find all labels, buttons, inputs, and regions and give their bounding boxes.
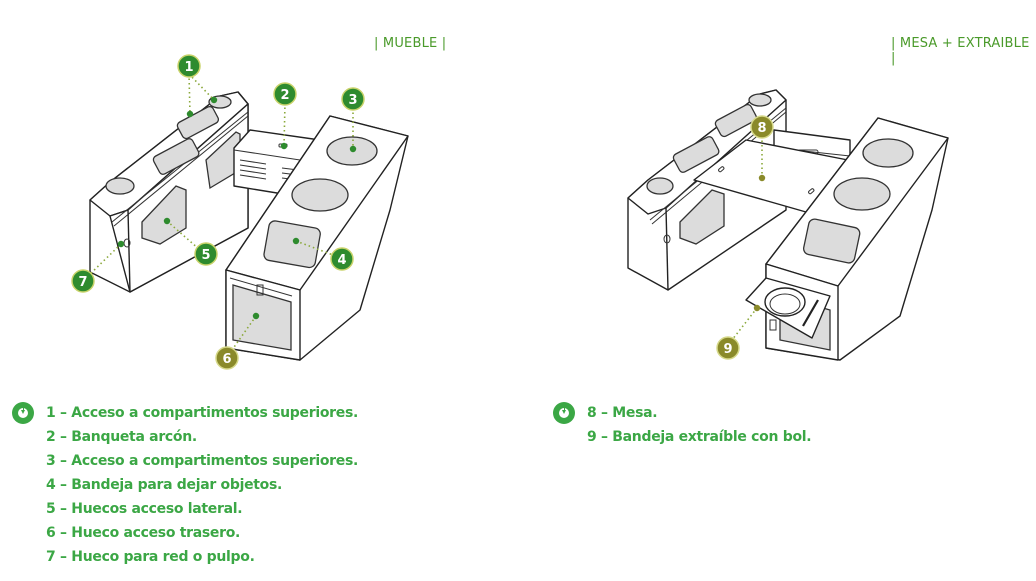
legend-item: 2 – Banqueta arcón. (12, 425, 358, 449)
legend-mesa-extraible: 8 – Mesa. 9 – Bandeja extraíble con bol. (553, 401, 812, 449)
right-box (225, 115, 409, 361)
marker-9: 9 (716, 336, 740, 360)
section-title-mesa-extraible: | MESA + EXTRAIBLE | (891, 36, 1030, 66)
legend-item-label: 8 – Mesa. (587, 405, 658, 421)
leader-lines-left (85, 73, 357, 351)
legend-item: 5 – Huecos acceso lateral. (12, 497, 358, 521)
marker-4: 4 (330, 247, 354, 271)
marker-3: 3 (341, 87, 365, 111)
legend-item-label: 4 – Bandeja para dejar objetos. (46, 477, 283, 493)
right-box-2 (745, 117, 949, 361)
marker-6: 6 (215, 346, 239, 370)
legend-item: 1 – Acceso a compartimentos superiores. (12, 401, 358, 425)
legend-item-label: 9 – Bandeja extraíble con bol. (587, 429, 812, 445)
legend-item: 7 – Hueco para red o pulpo. (12, 545, 358, 569)
legend-mueble: 1 – Acceso a compartimentos superiores. … (12, 401, 358, 569)
marker-2: 2 (273, 82, 297, 106)
marker-7-label: 7 (78, 275, 87, 290)
marker-1-label: 1 (184, 60, 193, 75)
legend-item-label: 1 – Acceso a compartimentos superiores. (46, 405, 358, 421)
legend-item-label: 7 – Hueco para red o pulpo. (46, 549, 255, 565)
legend-item: 6 – Hueco acceso trasero. (12, 521, 358, 545)
download-circle-icon (12, 402, 34, 424)
furniture-illustrations: .ln { fill:#fff; stroke:#222; stroke-wid… (71, 54, 949, 370)
legend-item-label: 3 – Acceso a compartimentos superiores. (46, 453, 358, 469)
marker-4-label: 4 (337, 253, 346, 268)
marker-5: 5 (194, 242, 218, 266)
marker-8: 8 (750, 115, 774, 139)
left-bench (89, 91, 249, 293)
legend-item-label: 5 – Huecos acceso lateral. (46, 501, 243, 517)
legend-item-label: 6 – Hueco acceso trasero. (46, 525, 241, 541)
marker-7: 7 (71, 269, 95, 293)
marker-6-label: 6 (222, 352, 231, 367)
illustration-mesa-extraible: 8 9 (627, 89, 949, 361)
download-circle-icon (553, 402, 575, 424)
legend-item: 4 – Bandeja para dejar objetos. (12, 473, 358, 497)
marker-9-label: 9 (723, 342, 732, 357)
illustration-mueble: 1 2 3 4 5 6 7 (71, 54, 409, 370)
legend-item: 9 – Bandeja extraíble con bol. (553, 425, 812, 449)
legend-item: 3 – Acceso a compartimentos superiores. (12, 449, 358, 473)
legend-item-label: 2 – Banqueta arcón. (46, 429, 197, 445)
marker-1: 1 (177, 54, 201, 78)
leader-lines-right (731, 136, 766, 341)
section-title-mueble: | MUEBLE | (374, 36, 447, 51)
marker-8-label: 8 (757, 121, 766, 136)
marker-2-label: 2 (280, 88, 289, 103)
marker-5-label: 5 (201, 248, 210, 263)
legend-item: 8 – Mesa. (553, 401, 811, 425)
marker-3-label: 3 (348, 93, 357, 108)
